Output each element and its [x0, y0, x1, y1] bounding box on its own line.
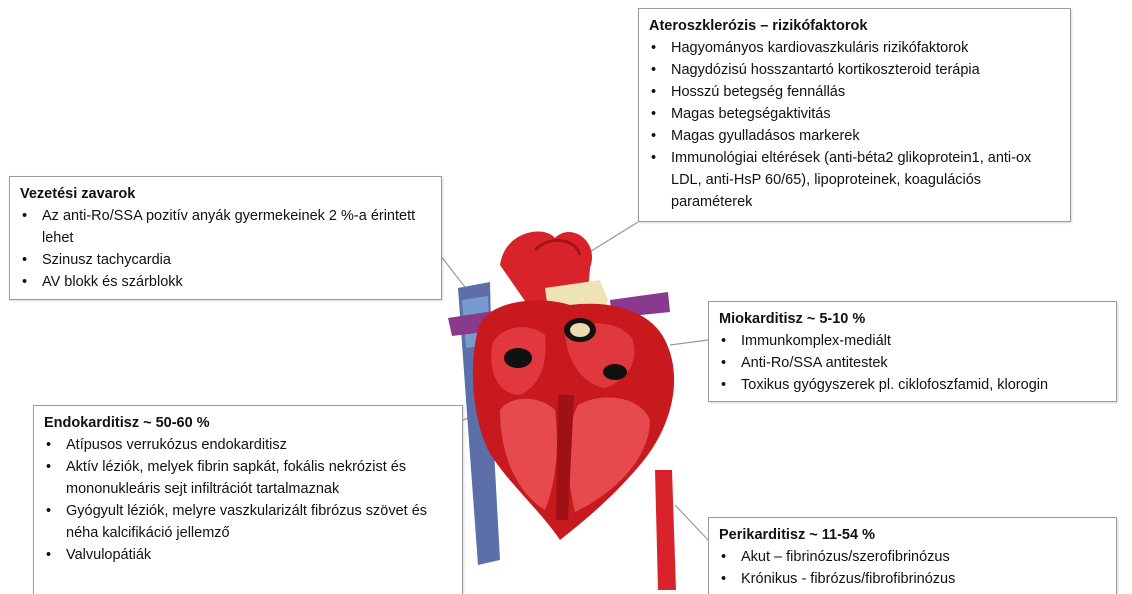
valve-mitral: [603, 364, 627, 380]
valve-tricuspid: [504, 348, 532, 368]
list-item: Magas gyulladásos markerek: [649, 125, 1060, 147]
list-item: Gyógyult léziók, melyre vaszkularizált f…: [44, 500, 452, 544]
pericarditis-title: Perikarditisz ~ 11-54 %: [719, 524, 1106, 546]
list-item: Immunológiai eltérések (anti-béta2 gliko…: [649, 147, 1060, 213]
list-item: AV blokk és szárblokk: [20, 271, 431, 293]
endocarditis-title: Endokarditisz ~ 50-60 %: [44, 412, 452, 434]
connector-pericarditis: [675, 505, 708, 540]
right-ventricle: [500, 399, 557, 510]
atherosclerosis-title: Ateroszklerózis – rizikófaktorok: [649, 15, 1060, 37]
myocarditis-title: Miokarditisz ~ 5-10 %: [719, 308, 1106, 330]
list-item: Hagyományos kardiovaszkuláris rizikófakt…: [649, 37, 1060, 59]
list-item: Aktív léziók, melyek fibrin sapkát, foká…: [44, 456, 452, 500]
list-item: Anti-Ro/SSA antitestek: [719, 352, 1106, 374]
list-item: Az anti-Ro/SSA pozitív anyák gyermekeine…: [20, 205, 431, 249]
conduction-title: Vezetési zavarok: [20, 183, 431, 205]
endocarditis-box: Endokarditisz ~ 50-60 % Atípusos verrukó…: [33, 405, 463, 594]
list-item: Atípusos verrukózus endokarditisz: [44, 434, 452, 456]
pericarditis-box: Perikarditisz ~ 11-54 % Akut – fibrinózu…: [708, 517, 1117, 594]
pericarditis-list: Akut – fibrinózus/szerofibrinózus Krónik…: [719, 546, 1106, 590]
myocarditis-box: Miokarditisz ~ 5-10 % Immunkomplex-mediá…: [708, 301, 1117, 402]
list-item: Magas betegségaktivitás: [649, 103, 1060, 125]
conduction-disorders-box: Vezetési zavarok Az anti-Ro/SSA pozitív …: [9, 176, 442, 300]
list-item: Nagydózisú hosszantartó kortikoszteroid …: [649, 59, 1060, 81]
endocarditis-list: Atípusos verrukózus endokarditisz Aktív …: [44, 434, 452, 566]
list-item: Valvulopátiák: [44, 544, 452, 566]
descending-aorta: [655, 470, 676, 590]
connector-myocarditis: [670, 340, 708, 345]
list-item: Toxikus gyógyszerek pl. ciklofoszfamid, …: [719, 374, 1106, 396]
list-item: Szinusz tachycardia: [20, 249, 431, 271]
atherosclerosis-list: Hagyományos kardiovaszkuláris rizikófakt…: [649, 37, 1060, 213]
atherosclerosis-box: Ateroszklerózis – rizikófaktorok Hagyomá…: [638, 8, 1071, 222]
list-item: Akut – fibrinózus/szerofibrinózus: [719, 546, 1106, 568]
conduction-list: Az anti-Ro/SSA pozitív anyák gyermekeine…: [20, 205, 431, 293]
list-item: Immunkomplex-mediált: [719, 330, 1106, 352]
list-item: Krónikus - fibrózus/fibrofibrinózus: [719, 568, 1106, 590]
myocarditis-list: Immunkomplex-mediált Anti-Ro/SSA antites…: [719, 330, 1106, 396]
list-item: Hosszú betegség fennállás: [649, 81, 1060, 103]
